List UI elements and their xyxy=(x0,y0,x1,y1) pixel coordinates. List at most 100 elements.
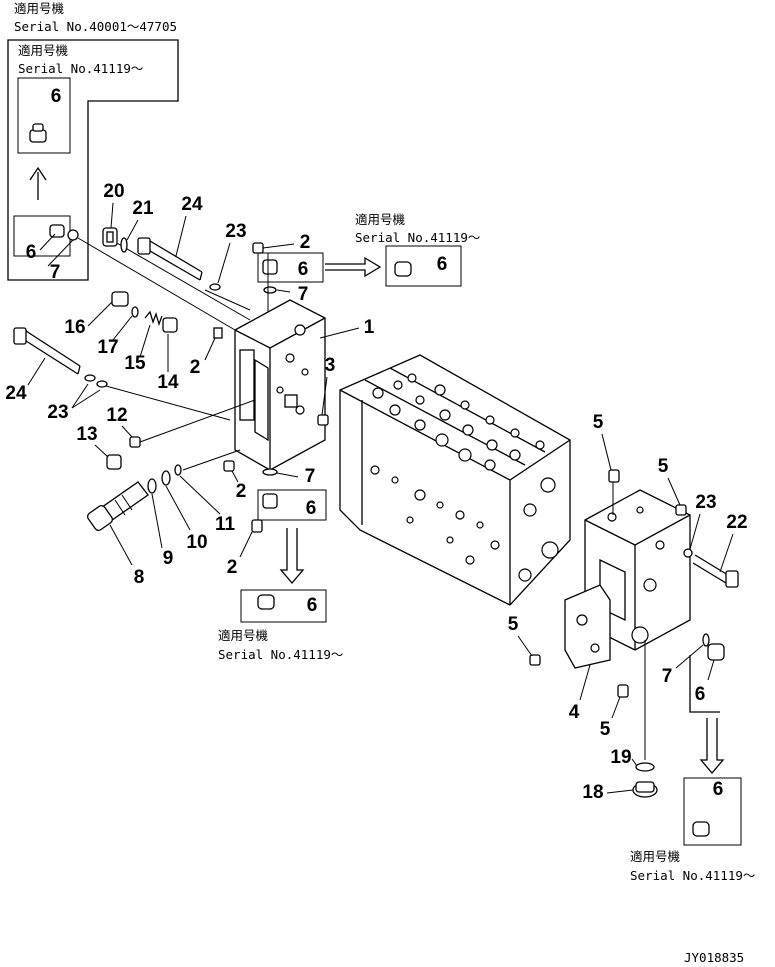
inset-bottom-right-applicable: 適用号機 xyxy=(630,849,681,864)
callout-11: 11 xyxy=(215,514,236,535)
inset-top-left: 適用号機 Serial No.41119～ 6 6 7 xyxy=(7,39,179,283)
plug-icon xyxy=(262,493,278,509)
part-10-ring xyxy=(161,470,171,486)
part-21-oring xyxy=(120,237,128,253)
callout-10: 10 xyxy=(186,532,207,553)
callout-2: 2 xyxy=(227,557,238,578)
inset-bottom-right-after-box xyxy=(683,777,742,846)
callout-5: 5 xyxy=(658,456,669,477)
part-19-oring xyxy=(635,762,655,772)
part-12-plug xyxy=(129,436,141,448)
callout-9: 9 xyxy=(163,548,174,569)
serial-range-header: Serial No.40001～47705 xyxy=(14,19,177,34)
callout-6: 6 xyxy=(713,779,724,800)
part-2-plug xyxy=(213,327,223,339)
inset-middle-applicable: 適用号機 xyxy=(218,628,269,643)
part-23-washer xyxy=(683,548,693,558)
main-valve-body xyxy=(339,354,571,606)
callout-6: 6 xyxy=(51,86,62,107)
inset-top-right-after-box xyxy=(385,245,462,287)
part-2-plug xyxy=(252,242,264,254)
part-18-plug xyxy=(632,781,658,798)
callout-23: 23 xyxy=(47,402,68,423)
callout-7: 7 xyxy=(305,466,316,487)
oring-icon xyxy=(263,286,277,294)
callout-8: 8 xyxy=(134,567,145,588)
callout-5: 5 xyxy=(593,412,604,433)
part-23-washer xyxy=(84,374,96,382)
callout-24: 24 xyxy=(181,194,203,215)
arrow-up-icon xyxy=(29,166,47,200)
callout-14: 14 xyxy=(157,372,179,393)
callout-3: 3 xyxy=(325,355,336,376)
part-20-plug xyxy=(102,227,118,247)
part-22-bolt xyxy=(692,554,739,588)
plug-with-oring-icon xyxy=(49,224,79,241)
callout-16: 16 xyxy=(64,317,85,338)
callout-20: 20 xyxy=(103,181,124,202)
callout-12: 12 xyxy=(106,405,127,426)
callout-7: 7 xyxy=(298,284,309,305)
callout-7: 7 xyxy=(662,666,673,687)
inset-bottom-right-before-bracket xyxy=(689,655,720,713)
inset-bottom-right: 7 6 6 適用号機 Serial No.41119～ xyxy=(630,633,755,883)
callout-24: 24 xyxy=(5,383,27,404)
callout-5: 5 xyxy=(508,614,519,635)
arrow-down-icon xyxy=(699,718,725,775)
inset-bottom-right-serial: Serial No.41119～ xyxy=(630,868,755,883)
arrow-right-icon xyxy=(325,256,382,278)
arrow-down-icon xyxy=(279,528,305,585)
inset-top-right-before-box xyxy=(257,252,324,283)
part-23-washer xyxy=(96,380,108,388)
part-16-plug xyxy=(111,291,129,307)
part-24-bolt xyxy=(13,327,81,375)
part-2-plug xyxy=(223,460,235,472)
inset-top-left-applicable: 適用号機 xyxy=(18,43,69,58)
part-5-plug xyxy=(529,654,541,666)
applicability-header-jp: 適用号機 xyxy=(14,1,65,16)
callout-15: 15 xyxy=(124,353,146,374)
plug-icon xyxy=(29,123,47,143)
inset-top-right: 適用号機 Serial No.41119～ 6 7 6 xyxy=(257,212,480,305)
callout-6: 6 xyxy=(695,684,706,705)
callout-2: 2 xyxy=(236,481,247,502)
callout-2: 2 xyxy=(300,232,311,253)
end-cover-block xyxy=(234,299,329,471)
part-5-plug xyxy=(608,469,620,483)
inset-top-left-serial: Serial No.41119～ xyxy=(18,61,143,76)
callout-5: 5 xyxy=(600,719,611,740)
callout-2: 2 xyxy=(190,357,201,378)
part-13-plug xyxy=(106,454,122,470)
callout-6: 6 xyxy=(307,595,318,616)
plug-icon xyxy=(707,643,725,661)
callout-19: 19 xyxy=(610,747,631,768)
callout-6: 6 xyxy=(306,498,317,519)
inset-top-right-applicable: 適用号機 xyxy=(355,212,406,227)
part-9-oring xyxy=(147,478,157,494)
part-14-poppet xyxy=(162,317,178,333)
oring-icon xyxy=(702,633,710,647)
drawing-id: JY018835 xyxy=(684,950,744,965)
right-end-cover xyxy=(564,489,691,669)
callout-1: 1 xyxy=(364,317,375,338)
part-8-relief-valve xyxy=(86,481,149,532)
part-17-oring xyxy=(131,306,139,318)
plug-icon xyxy=(394,261,412,277)
inset-middle-serial: Serial No.41119～ xyxy=(218,647,343,662)
callout-6: 6 xyxy=(26,242,37,263)
callout-6: 6 xyxy=(298,259,309,280)
inset-middle: 7 6 6 適用号機 Serial No.41119～ xyxy=(218,466,343,662)
part-24-bolt xyxy=(137,237,203,281)
callout-22: 22 xyxy=(726,512,747,533)
part-5-plug xyxy=(617,684,629,698)
inset-top-right-serial: Serial No.41119～ xyxy=(355,230,480,245)
plug-icon xyxy=(257,594,275,610)
callout-23: 23 xyxy=(225,221,246,242)
callout-13: 13 xyxy=(76,424,97,445)
plug-icon xyxy=(262,259,278,275)
callout-21: 21 xyxy=(132,198,154,219)
part-5-plug xyxy=(675,504,687,516)
callout-4: 4 xyxy=(569,702,580,723)
part-23-washer xyxy=(209,283,221,291)
